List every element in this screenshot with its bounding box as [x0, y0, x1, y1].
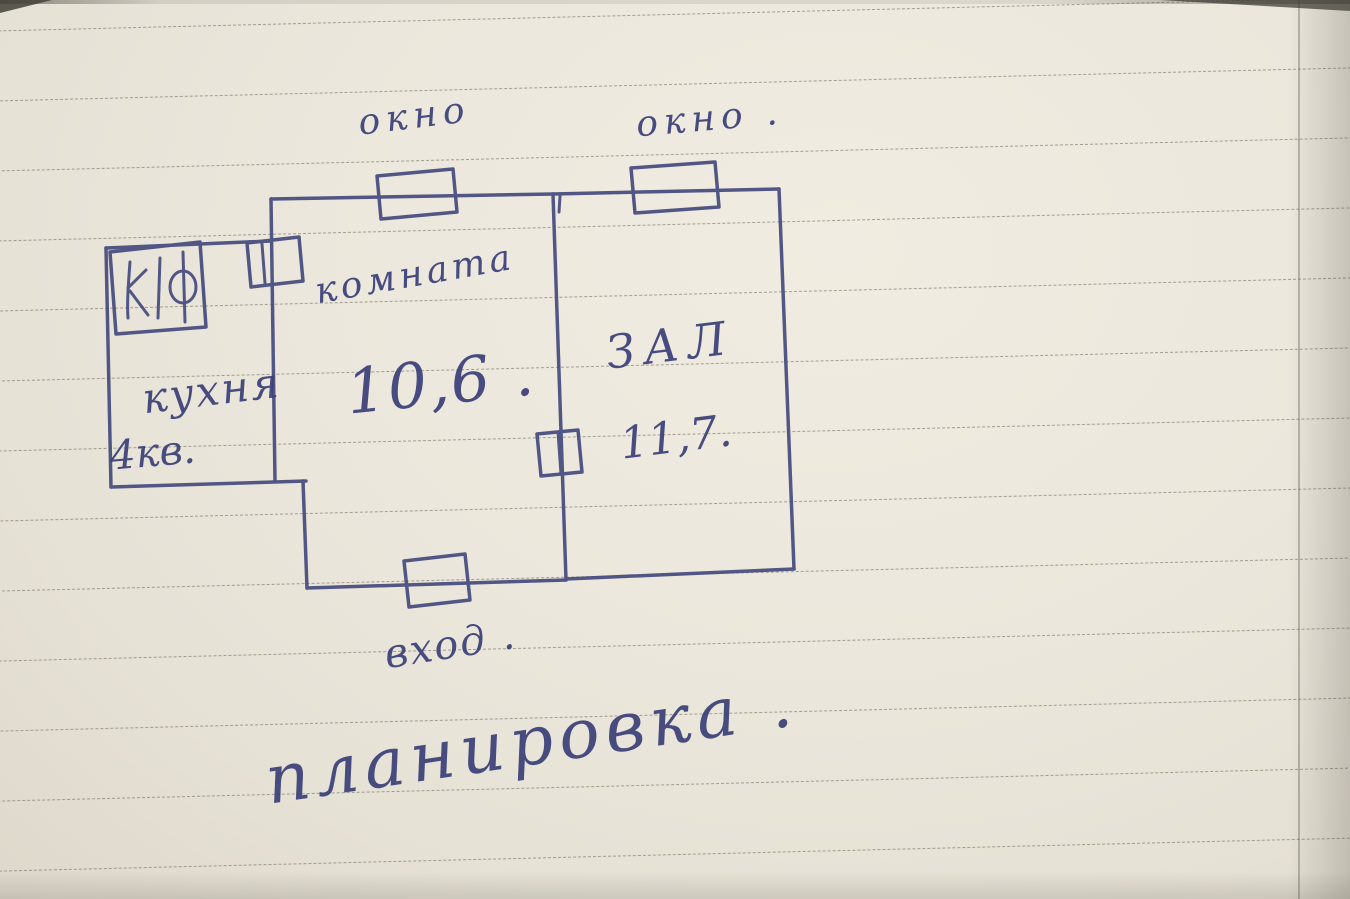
hall-walls — [551, 187, 796, 581]
top-right-corner-shadow — [1160, 0, 1350, 11]
door-symbol-kitchen — [245, 235, 305, 289]
window-symbol-left — [375, 167, 459, 221]
right-edge-shadow — [1288, 0, 1350, 899]
entrance-symbol — [402, 552, 472, 609]
top-edge-shadow — [0, 0, 1350, 4]
top-left-corner-shadow — [0, 0, 52, 13]
kitchen-area-label: 4кв. — [108, 426, 198, 480]
door-symbol-hall — [535, 428, 584, 478]
bottom-edge-shadow — [0, 871, 1350, 899]
kitchen-corner-window-sketch — [108, 240, 208, 336]
window-symbol-right — [629, 160, 721, 215]
room-walls — [269, 192, 568, 590]
page-edge-fold — [1298, 0, 1300, 899]
